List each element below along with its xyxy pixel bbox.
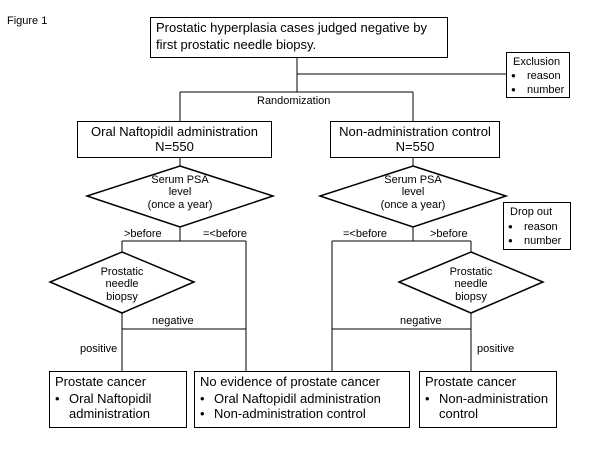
- figure-label: Figure 1: [7, 15, 48, 27]
- arm-box-naftopidil: Oral Naftopidil administration N=550: [77, 121, 272, 158]
- outcome-middle-items: Oral Naftopidil administration Non-admin…: [200, 391, 381, 422]
- biopsy-right-line2: needle: [454, 278, 488, 291]
- biopsy-right-line3: biopsy: [455, 290, 487, 303]
- randomization-label: Randomization: [257, 95, 331, 107]
- outcome-left-box: Prostate cancer Oral Naftopidil administ…: [49, 371, 187, 428]
- psa-right-line2: level: [401, 186, 425, 199]
- dropout-number: number: [508, 235, 561, 247]
- label-left-positive: positive: [80, 343, 118, 355]
- psa-right-line1: Serum PSA: [384, 174, 442, 186]
- outcome-right-title: Prostate cancer: [425, 374, 517, 389]
- enrollment-line1: Prostatic hyperplasia cases judged negat…: [156, 20, 427, 35]
- outcome-left-items: Oral Naftopidil administration: [55, 391, 151, 421]
- arm-control-n: N=550: [395, 138, 435, 154]
- dropout-title: Drop out: [510, 206, 553, 218]
- label-left-gt-before: >before: [124, 228, 162, 240]
- enrollment-box: Prostatic hyperplasia cases judged negat…: [150, 17, 448, 58]
- dropout-box: Drop out reason number: [503, 202, 571, 250]
- biopsy-left-line3: biopsy: [106, 290, 138, 303]
- exclusion-number: number: [511, 84, 564, 96]
- outcome-left-item1: Oral Naftopidil: [55, 391, 151, 407]
- outcome-right-box: Prostate cancer Non-administration contr…: [419, 371, 557, 428]
- label-right-negative: negative: [400, 315, 442, 327]
- label-right-positive: positive: [477, 343, 515, 355]
- psa-decision-right: [317, 165, 509, 228]
- outcome-right-item1: Non-administration: [425, 391, 548, 407]
- outcome-left-title: Prostate cancer: [55, 374, 147, 389]
- biopsy-decision-right: [397, 251, 545, 314]
- arm-naftopidil-line1: Oral Naftopidil administration: [91, 124, 258, 139]
- psa-left-text: Serum PSA level (once a year): [130, 174, 230, 211]
- biopsy-right-text: Prostatic needle biopsy: [436, 266, 506, 303]
- dropout-reason: reason: [508, 221, 558, 233]
- exclusion-box: Exclusion reason number: [506, 52, 570, 98]
- outcome-right-item1-cont: control: [439, 405, 479, 421]
- outcome-middle-item1: Oral Naftopidil administration: [200, 391, 381, 407]
- biopsy-left-text: Prostatic needle biopsy: [87, 266, 157, 303]
- psa-right-text: Serum PSA level (once a year): [363, 174, 463, 211]
- label-right-le-before: =<before: [343, 228, 388, 240]
- exclusion-reason: reason: [511, 70, 561, 82]
- biopsy-left-line2: needle: [105, 278, 139, 291]
- label-right-gt-before: >before: [430, 228, 468, 240]
- exclusion-title: Exclusion: [513, 56, 561, 68]
- psa-left-line2: level: [168, 186, 192, 199]
- psa-right-line3: (once a year): [380, 198, 446, 211]
- enrollment-line2: first prostatic needle biopsy.: [156, 37, 317, 52]
- outcome-middle-box: No evidence of prostate cancer Oral Naft…: [194, 371, 410, 428]
- biopsy-right-line1: Prostatic: [449, 266, 493, 278]
- arm-control-line1: Non-administration control: [339, 124, 491, 139]
- biopsy-left-line1: Prostatic: [100, 266, 144, 278]
- label-left-le-before: =<before: [203, 228, 248, 240]
- outcome-middle-title: No evidence of prostate cancer: [200, 374, 380, 389]
- outcome-middle-item2: Non-administration control: [200, 406, 381, 422]
- outcome-right-items: Non-administration control: [425, 391, 548, 421]
- biopsy-decision-left: [48, 251, 196, 314]
- arm-box-control: Non-administration control N=550: [330, 121, 500, 158]
- psa-left-line1: Serum PSA: [151, 174, 209, 186]
- psa-decision-left: [84, 165, 276, 228]
- outcome-left-item1-cont: administration: [69, 405, 150, 421]
- psa-left-line3: (once a year): [147, 198, 213, 211]
- label-left-negative: negative: [152, 315, 194, 327]
- arm-naftopidil-n: N=550: [155, 138, 194, 154]
